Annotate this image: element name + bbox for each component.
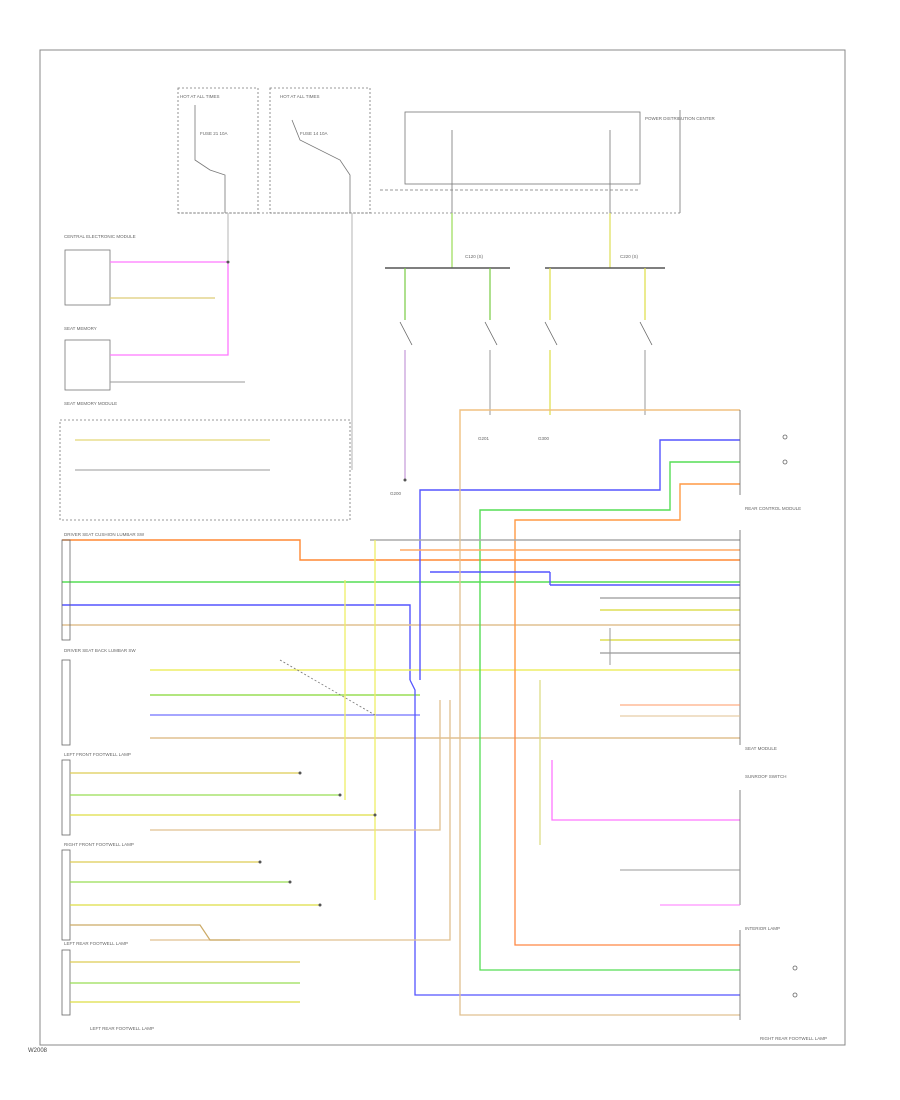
label-fuse-b: FUSE 14 10A	[300, 131, 328, 136]
label-block-1: DRIVER SEAT CUSHION LUMBAR SW	[64, 532, 145, 537]
label-bottom-left: LEFT REAR FOOTWELL LAMP	[90, 1026, 154, 1031]
label-right-bottom-1: SUNROOF SWITCH	[745, 774, 787, 779]
left-top-wires	[75, 439, 270, 471]
label-block-5: LEFT REAR FOOTWELL LAMP	[64, 941, 128, 946]
label-left-mid-module: SEAT MEMORY	[64, 326, 97, 331]
right-mid-wires	[609, 628, 740, 906]
label-top-left-fuse: HOT AT ALL TIMES	[180, 94, 220, 99]
left-top-module	[59, 249, 351, 521]
label-fuse-a: FUSE 21 10A	[200, 131, 228, 136]
label-block-2: DRIVER SEAT BACK LUMBAR SW	[64, 648, 136, 653]
label-connector-a: C120 (S)	[465, 254, 484, 259]
label-ground-1: G200	[390, 491, 402, 496]
diagonal-lead	[279, 659, 376, 716]
label-top-mid-fuse: HOT AT ALL TIMES	[280, 94, 320, 99]
label-right-top: REAR CONTROL MODULE	[745, 506, 801, 511]
label-bottom-right: RIGHT REAR FOOTWELL LAMP	[760, 1036, 827, 1041]
outer-frame	[39, 49, 846, 1046]
label-connector-b: C220 (S)	[620, 254, 639, 259]
label-left-top-module: CENTRAL ELECTRONIC MODULE	[64, 234, 136, 239]
label-right-bottom-2: INTERIOR LAMP	[745, 926, 780, 931]
right-connectors	[739, 410, 798, 1020]
label-block-4: RIGHT FRONT FOOTWELL LAMP	[64, 842, 134, 847]
label-top-right-box: POWER DISTRIBUTION CENTER	[645, 116, 716, 121]
page-code: W2008	[28, 1048, 48, 1054]
switch-drops	[404, 268, 646, 480]
top-power-section	[177, 87, 681, 214]
lamp-block-wires	[70, 772, 375, 1003]
label-block-3: LEFT FRONT FOOTWELL LAMP	[64, 752, 131, 757]
main-harness	[62, 409, 740, 739]
label-right-mid: SEAT MODULE	[745, 746, 777, 751]
junction-dots	[226, 260, 407, 907]
label-ground-2: G201	[478, 436, 490, 441]
label-ground-3: G300	[538, 436, 550, 441]
vertical-bundles	[150, 480, 740, 1016]
top-feeds	[227, 213, 611, 470]
label-left-lower: SEAT MEMORY MODULE	[64, 401, 117, 406]
switch-symbols	[399, 321, 653, 346]
